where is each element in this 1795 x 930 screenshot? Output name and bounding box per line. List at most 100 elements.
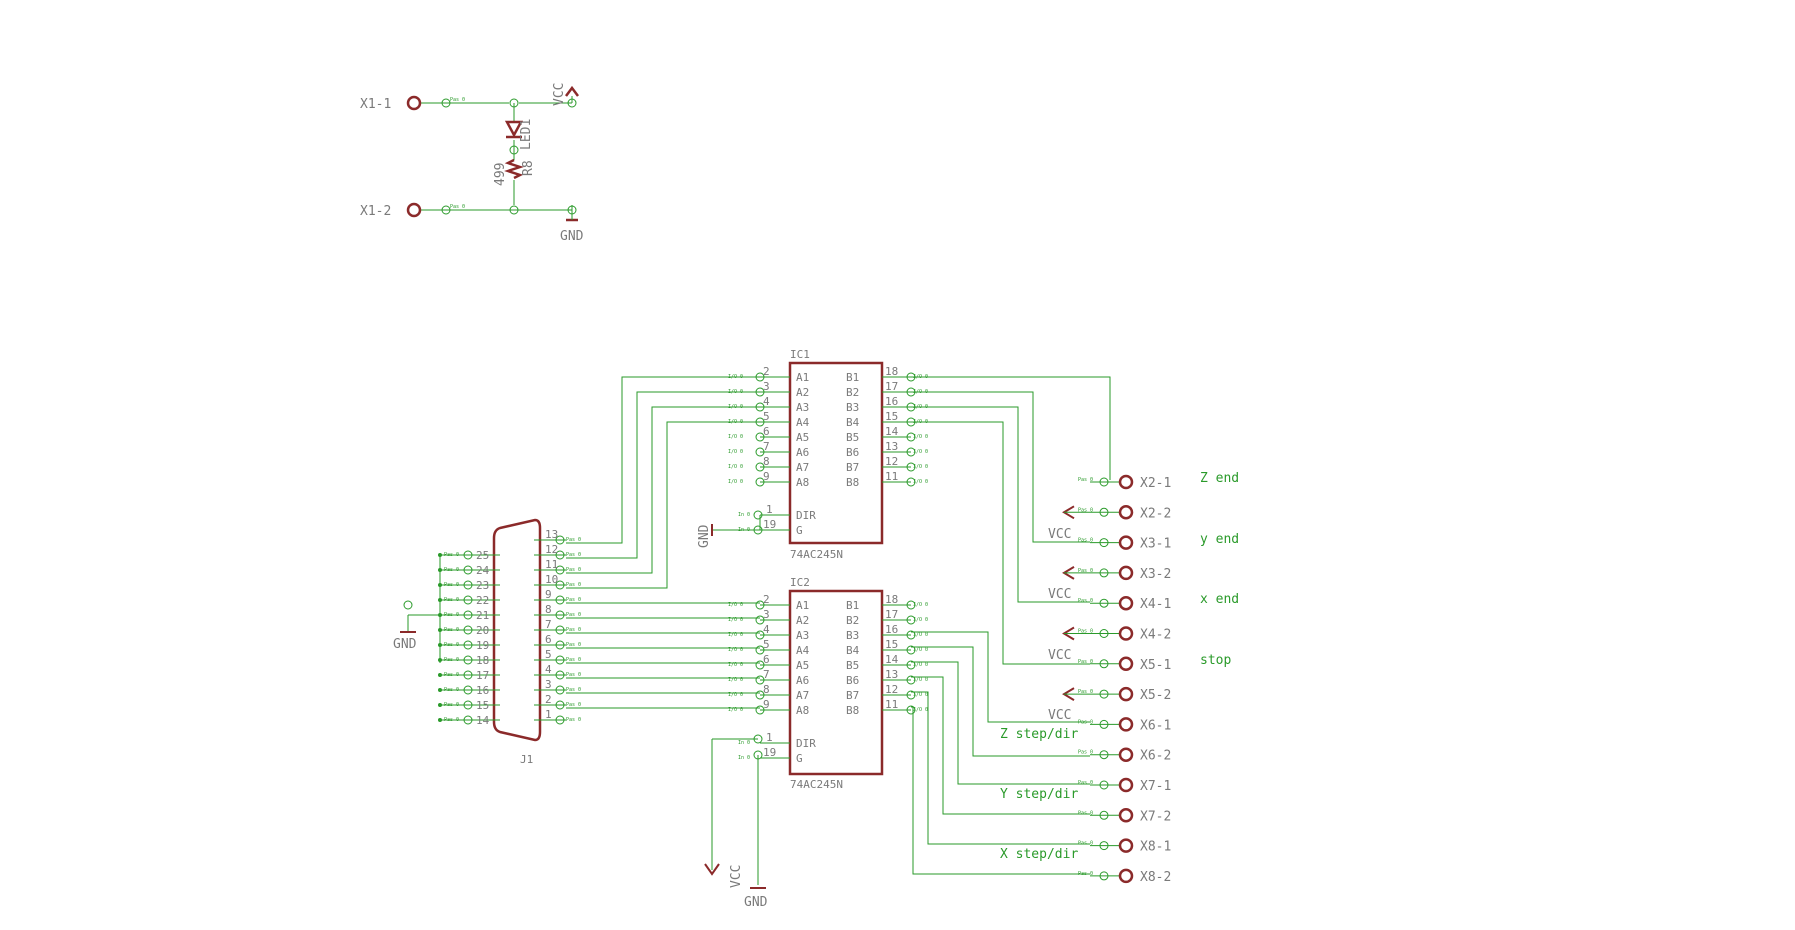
j1-pin-13[interactable] bbox=[555, 535, 565, 545]
j1-pin-11[interactable] bbox=[555, 565, 565, 575]
ic1-output-nets bbox=[911, 376, 1111, 665]
ic2-dir-label: DIR bbox=[796, 737, 816, 750]
led1-label: LED1 bbox=[519, 119, 534, 150]
ic2-input-nets bbox=[566, 602, 760, 709]
j1-pin-10[interactable] bbox=[555, 580, 565, 590]
ic1-bpin-num: 12 bbox=[885, 455, 898, 468]
svg-text:Pas 0: Pas 0 bbox=[444, 642, 459, 648]
j1-pin-3[interactable] bbox=[555, 685, 565, 695]
connector-x8-1-label: X8-1 bbox=[1140, 840, 1171, 855]
ic2-a5-pin[interactable] bbox=[755, 660, 765, 670]
ic2-io-tag: I/O 0 bbox=[913, 617, 928, 623]
j1-pin-23[interactable] bbox=[463, 580, 473, 590]
svg-text:Pas 0: Pas 0 bbox=[1078, 689, 1093, 695]
ic2-g-label: G bbox=[796, 752, 803, 765]
j1-pin-15[interactable] bbox=[463, 700, 473, 710]
j1-pin-9[interactable] bbox=[555, 595, 565, 605]
connector-x7-2-terminal[interactable] bbox=[1118, 808, 1134, 823]
j1-pin-2[interactable] bbox=[555, 700, 565, 710]
ic2-b2-pin[interactable] bbox=[906, 615, 916, 625]
ic2-a8-label: A8 bbox=[796, 704, 809, 717]
ic1-b5-pin[interactable] bbox=[906, 432, 916, 442]
connector-x3-2-terminal[interactable] bbox=[1118, 565, 1134, 581]
j1-pin-6[interactable] bbox=[555, 640, 565, 650]
j1-pin-21[interactable] bbox=[463, 610, 473, 620]
ic2-a4-pin[interactable] bbox=[755, 645, 765, 655]
ic1-a5-pin[interactable] bbox=[755, 432, 765, 442]
connector-x6-1-terminal[interactable] bbox=[1118, 717, 1134, 732]
ic1-a6-pin[interactable] bbox=[755, 447, 765, 457]
ic2-a1-pin[interactable] bbox=[755, 600, 765, 610]
svg-text:Pas 0: Pas 0 bbox=[444, 597, 459, 603]
ic2-a8-pin[interactable] bbox=[755, 705, 765, 715]
ic2-io-tag: I/O 0 bbox=[913, 677, 928, 683]
ic1-dir-label: DIR bbox=[796, 509, 816, 522]
ic1-io-tag: I/O 0 bbox=[913, 479, 928, 485]
j1-pin-num: 5 bbox=[545, 648, 552, 661]
x1-1-terminal[interactable] bbox=[406, 95, 422, 111]
ic1-dir-pin: 1 bbox=[766, 503, 773, 516]
connector-x8-1-terminal[interactable] bbox=[1118, 838, 1134, 853]
ic1-apin-num: 4 bbox=[763, 395, 770, 408]
ic1-b8-pin[interactable] bbox=[906, 477, 916, 487]
connector-x7-1-terminal[interactable] bbox=[1118, 777, 1134, 793]
ic2-b5-pin[interactable] bbox=[906, 660, 916, 670]
connector-x4-2-terminal[interactable] bbox=[1118, 626, 1134, 641]
ic1-b7-pin[interactable] bbox=[906, 462, 916, 472]
ic2-apin-num: 3 bbox=[763, 608, 770, 621]
connector-x2-1-terminal[interactable] bbox=[1118, 474, 1134, 490]
connector-x4-1-terminal[interactable] bbox=[1118, 595, 1134, 611]
connector-x6-2-terminal[interactable] bbox=[1118, 747, 1134, 762]
ic1-b6-pin[interactable] bbox=[906, 447, 916, 457]
x1-2-terminal[interactable] bbox=[406, 202, 422, 218]
connector-x5-1-terminal[interactable] bbox=[1118, 656, 1134, 672]
j1-pin-1[interactable] bbox=[555, 715, 565, 725]
j1-pin-22[interactable] bbox=[463, 595, 473, 605]
vcc-label-x6: VCC bbox=[1048, 708, 1071, 723]
ic2-b4-pin[interactable] bbox=[906, 645, 916, 655]
ic2-b6-pin[interactable] bbox=[906, 675, 916, 685]
ic1-a8-pin[interactable] bbox=[755, 477, 765, 487]
ic2-a2-pin[interactable] bbox=[755, 615, 765, 625]
j1-pin-4[interactable] bbox=[555, 670, 565, 680]
j1-pin-17[interactable] bbox=[463, 670, 473, 680]
connector-x5-2-terminal[interactable] bbox=[1118, 686, 1134, 702]
connector-x2-2-terminal[interactable] bbox=[1118, 505, 1134, 520]
j1-pin-19[interactable] bbox=[463, 640, 473, 650]
svg-text:Pas 0: Pas 0 bbox=[566, 672, 581, 678]
ic2-b8-pin[interactable] bbox=[906, 705, 916, 715]
connector-x8-2-terminal[interactable] bbox=[1118, 868, 1134, 884]
connector-x6-1-label: X6-1 bbox=[1140, 718, 1171, 733]
j1-pin-20[interactable] bbox=[463, 625, 473, 635]
j1-pin-16[interactable] bbox=[463, 685, 473, 695]
ic1-a7-pin[interactable] bbox=[755, 462, 765, 472]
connector-x2-1-label: X2-1 bbox=[1140, 476, 1171, 491]
ic2-a7-pin[interactable] bbox=[755, 690, 765, 700]
ic2-bpin-num: 12 bbox=[885, 683, 898, 696]
ic2-b7-pin[interactable] bbox=[906, 690, 916, 700]
j1-pin-7[interactable] bbox=[555, 625, 565, 635]
ic2-bpin-num: 15 bbox=[885, 638, 898, 651]
svg-text:Pas 0: Pas 0 bbox=[444, 657, 459, 663]
ic2-b1-pin[interactable] bbox=[906, 600, 916, 610]
j1-pin-14[interactable] bbox=[463, 715, 473, 725]
j1-pin-8[interactable] bbox=[555, 610, 565, 620]
ic2-b3-pin[interactable] bbox=[906, 630, 916, 640]
ic2-a6-pin[interactable] bbox=[755, 675, 765, 685]
j1-pin-25[interactable] bbox=[463, 550, 473, 560]
ic2-a3-pin[interactable] bbox=[755, 630, 765, 640]
connector-x8-2-label: X8-2 bbox=[1140, 870, 1171, 885]
j1-pin-5[interactable] bbox=[555, 655, 565, 665]
j1-pin-24[interactable] bbox=[463, 565, 473, 575]
connector-x5-2-label: X5-2 bbox=[1140, 688, 1171, 703]
ic2-apin-num: 6 bbox=[763, 653, 770, 666]
j1-pin-num: 1 bbox=[545, 708, 552, 721]
connector-x3-1-terminal[interactable] bbox=[1118, 535, 1134, 550]
connector-x7-2-label: X7-2 bbox=[1140, 809, 1171, 824]
j1-pin-12[interactable] bbox=[555, 550, 565, 560]
j1-pin-num: 17 bbox=[476, 669, 489, 682]
connector-x2-2-label: X2-2 bbox=[1140, 506, 1171, 521]
j1-pin-18[interactable] bbox=[463, 655, 473, 665]
